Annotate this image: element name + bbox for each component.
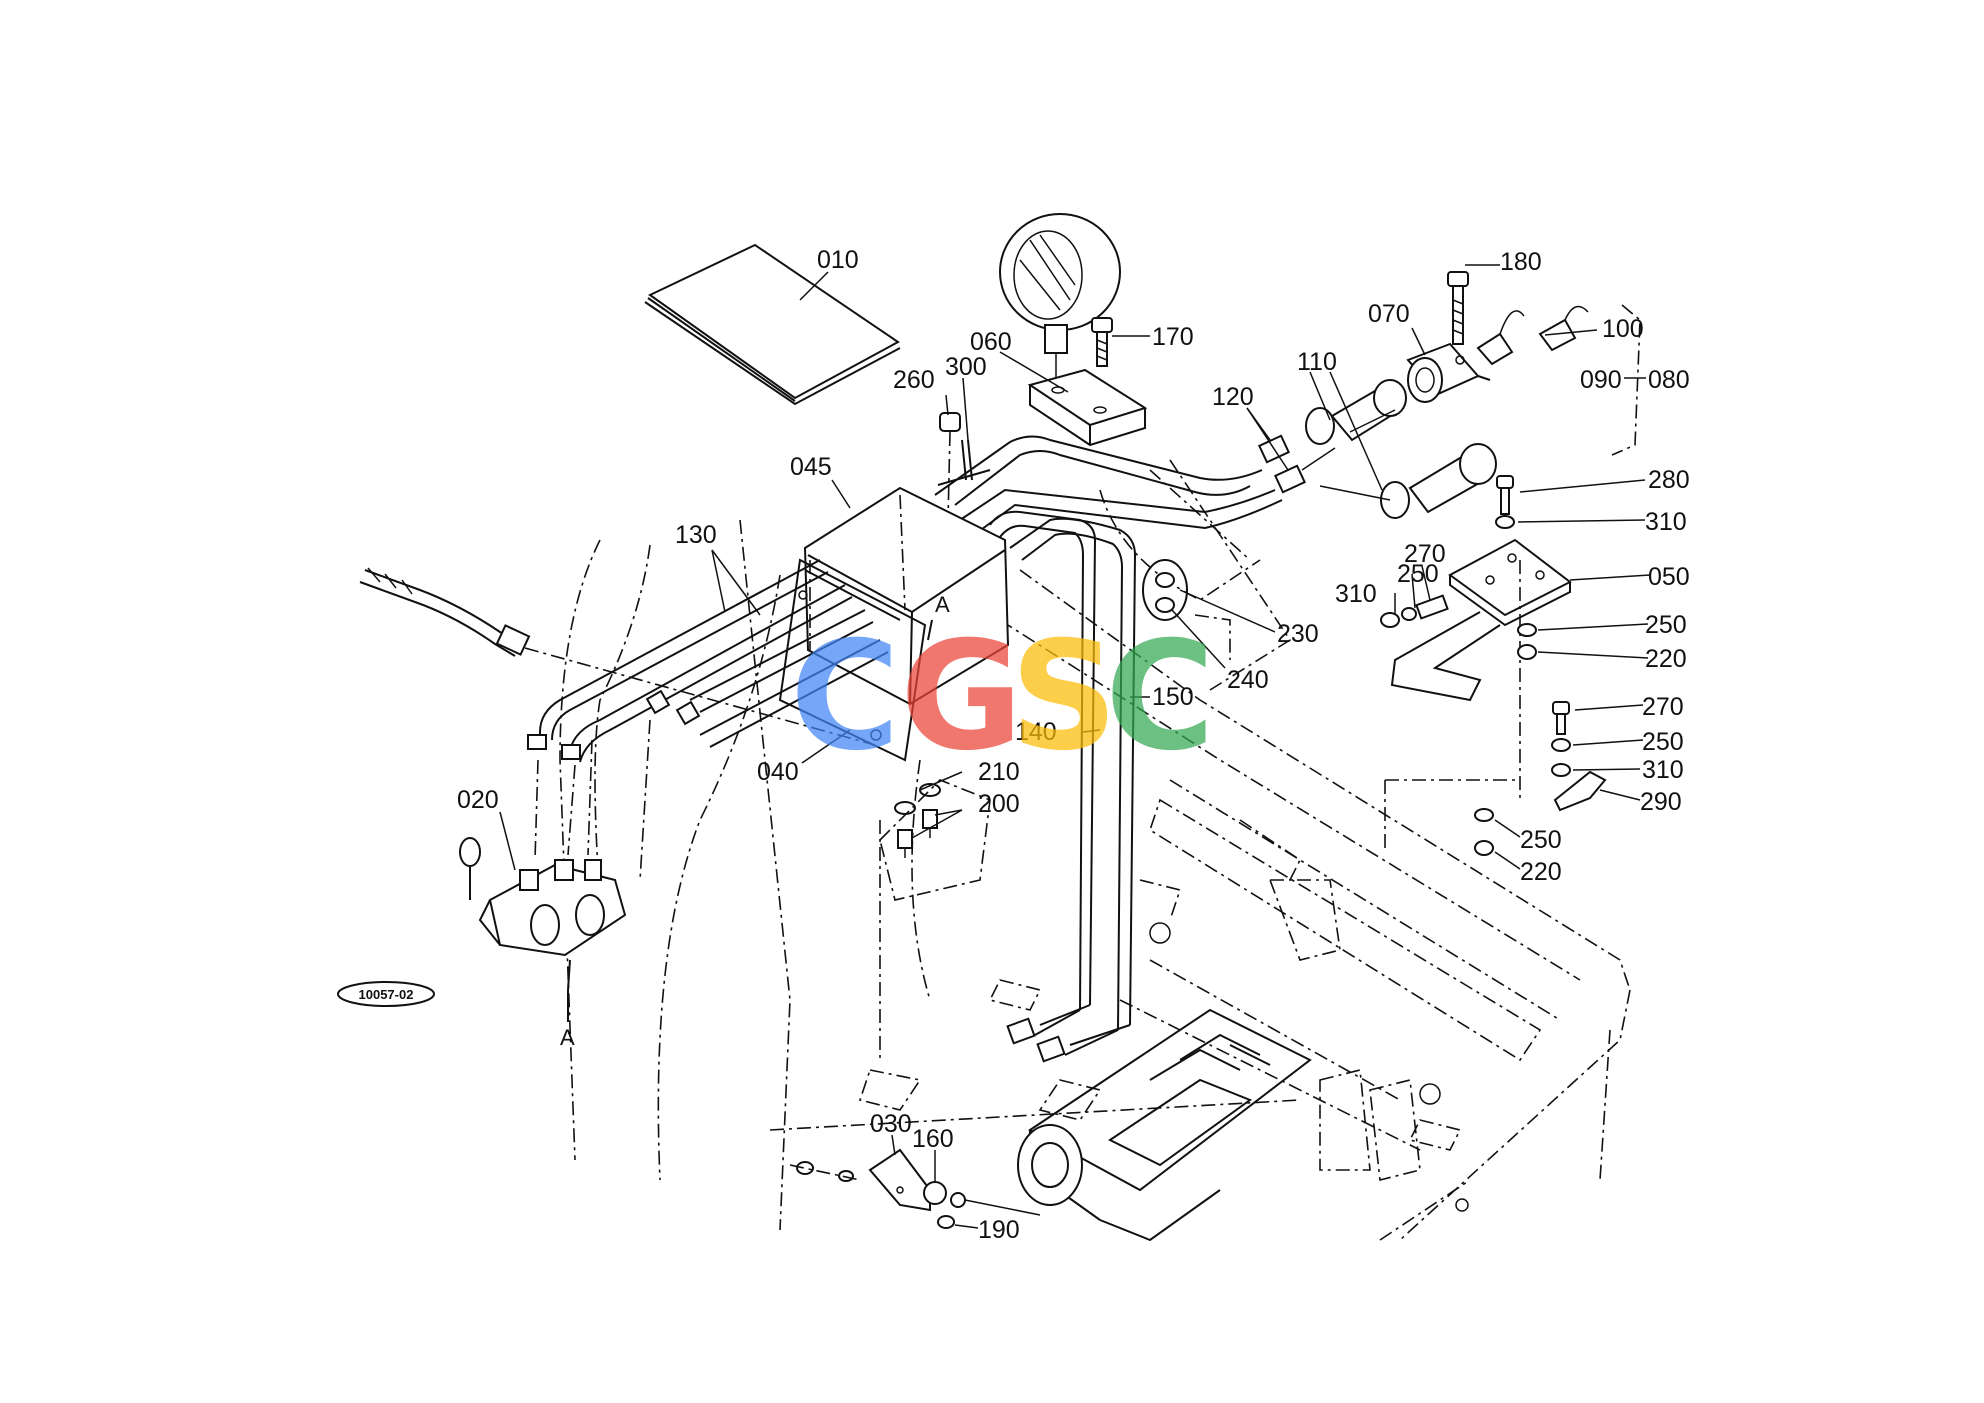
label-280: 280: [1648, 466, 1690, 494]
part-040-bracket: [778, 558, 927, 762]
part-045-cover: [803, 486, 1010, 706]
part-110-quick-couplers: [1305, 379, 1497, 519]
label-290: 290: [1640, 788, 1682, 816]
reference-code: 10057-02: [359, 987, 414, 1002]
part-030-lower-bracket: [789, 1148, 931, 1212]
watermark-logo: C G S C: [790, 610, 1215, 784]
section-mark-a-bottom: A: [560, 1025, 575, 1050]
label-040: 040: [757, 758, 799, 786]
work-lamp: [999, 213, 1121, 385]
watermark-letter-1: C: [790, 610, 900, 784]
label-030: 030: [870, 1110, 912, 1138]
label-240: 240: [1227, 666, 1269, 694]
part-170-bolt: [1091, 317, 1113, 367]
part-230-240-clamp: [1142, 559, 1188, 621]
part-070-coupler-block: [1406, 342, 1491, 403]
section-marks: A A: [560, 592, 950, 1050]
label-150: 150: [1152, 683, 1194, 711]
part-180-bolt: [1447, 271, 1469, 345]
fasteners-right: [1380, 475, 1607, 856]
part-100-dust-caps: [1476, 305, 1589, 366]
label-250-c: 250: [1642, 728, 1684, 756]
part-010-manual: [644, 243, 901, 406]
label-300: 300: [945, 353, 987, 381]
label-310-c: 310: [1642, 756, 1684, 784]
part-200-210-fasteners: [879, 779, 991, 901]
label-060: 060: [970, 328, 1012, 356]
label-190: 190: [978, 1216, 1020, 1244]
label-160: 160: [912, 1125, 954, 1153]
leader-lines: [499, 264, 1651, 1229]
label-140: 140: [1015, 718, 1057, 746]
label-310-a: 310: [1645, 508, 1687, 536]
label-250-b: 250: [1645, 611, 1687, 639]
part-190-nut: [937, 1215, 955, 1229]
label-100: 100: [1602, 315, 1644, 343]
label-200: 200: [978, 790, 1020, 818]
label-110: 110: [1297, 348, 1337, 376]
part-160-joint: [923, 1181, 1041, 1216]
label-170: 170: [1152, 323, 1194, 351]
hydraulic-lines-upper: [934, 409, 1396, 533]
label-045: 045: [790, 453, 832, 481]
part-050-bracket: [1384, 538, 1572, 850]
watermark-letter-2: G: [900, 610, 1023, 784]
label-080: 080: [1648, 366, 1690, 394]
label-220-upper: 220: [1645, 645, 1687, 673]
label-010: 010: [817, 246, 859, 274]
part-300-clip: [937, 439, 991, 486]
part-140-150-pipes: [989, 510, 1137, 1063]
watermark-letter-4: C: [1105, 610, 1215, 784]
label-270-a: 270: [1404, 540, 1446, 568]
label-020: 020: [457, 786, 499, 814]
label-310-b: 310: [1335, 580, 1377, 608]
label-070: 070: [1368, 300, 1410, 328]
part-260-nut: [939, 412, 961, 521]
label-230: 230: [1277, 620, 1319, 648]
part-020-control-valve: [459, 719, 651, 991]
label-210: 210: [978, 758, 1020, 786]
label-220-lower: 220: [1520, 858, 1562, 886]
part-060-lamp-base: [1027, 368, 1148, 447]
label-250-a: 250: [1397, 560, 1439, 588]
label-250-d: 250: [1520, 826, 1562, 854]
label-260: 260: [893, 366, 935, 394]
transmission-housing: [1017, 1008, 1312, 1242]
label-090: 090: [1580, 366, 1622, 394]
part-120-fittings: [1257, 434, 1307, 494]
label-130: 130: [675, 521, 717, 549]
section-mark-a-top: A: [935, 592, 950, 617]
label-180: 180: [1500, 248, 1542, 276]
label-050: 050: [1648, 563, 1690, 591]
watermark-letter-3: S: [1010, 610, 1118, 784]
reference-code-stamp: 10057-02: [337, 981, 435, 1007]
label-120: 120: [1212, 383, 1254, 411]
return-hose: [359, 567, 876, 746]
part-number-labels: 010 020 030 040 045 050 060 070 080 090 …: [457, 246, 1690, 1244]
label-270-b: 270: [1642, 693, 1684, 721]
